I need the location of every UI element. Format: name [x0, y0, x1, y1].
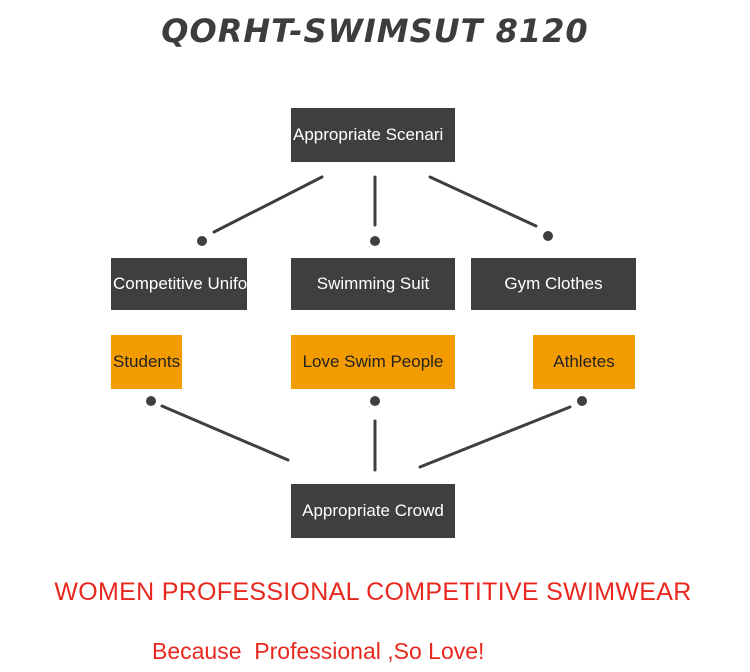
crowd-box-students: Students	[111, 335, 182, 389]
top-box-appropriate-scenario: Appropriate Scenari	[291, 108, 455, 162]
footer-headline: WOMEN PROFESSIONAL COMPETITIVE SWIMWEAR	[54, 578, 692, 606]
crowd-box-love-swim-people: Love Swim People	[291, 335, 455, 389]
scenario-box-competitive-uniform: Competitive Uniform	[111, 258, 247, 310]
connector-top-right	[428, 175, 538, 228]
connector-dot	[146, 396, 156, 406]
connector-top-left	[212, 175, 324, 234]
connector-dot	[370, 236, 380, 246]
connector-dot	[577, 396, 587, 406]
connector-bottom-left	[160, 404, 290, 462]
connector-dot	[370, 396, 380, 406]
bottom-box-appropriate-crowd: Appropriate Crowd	[291, 484, 455, 538]
footer-slogan: Because Professional ,So Love!	[152, 638, 485, 664]
connector-dot	[197, 236, 207, 246]
scenario-box-gym-clothes: Gym Clothes	[471, 258, 636, 310]
page-title: QORHT-SWIMSUT 8120	[161, 12, 589, 50]
connector-dot	[543, 231, 553, 241]
connector-bottom-right	[418, 405, 572, 469]
crowd-box-athletes: Athletes	[533, 335, 635, 389]
scenario-box-swimming-suit: Swimming Suit	[291, 258, 455, 310]
